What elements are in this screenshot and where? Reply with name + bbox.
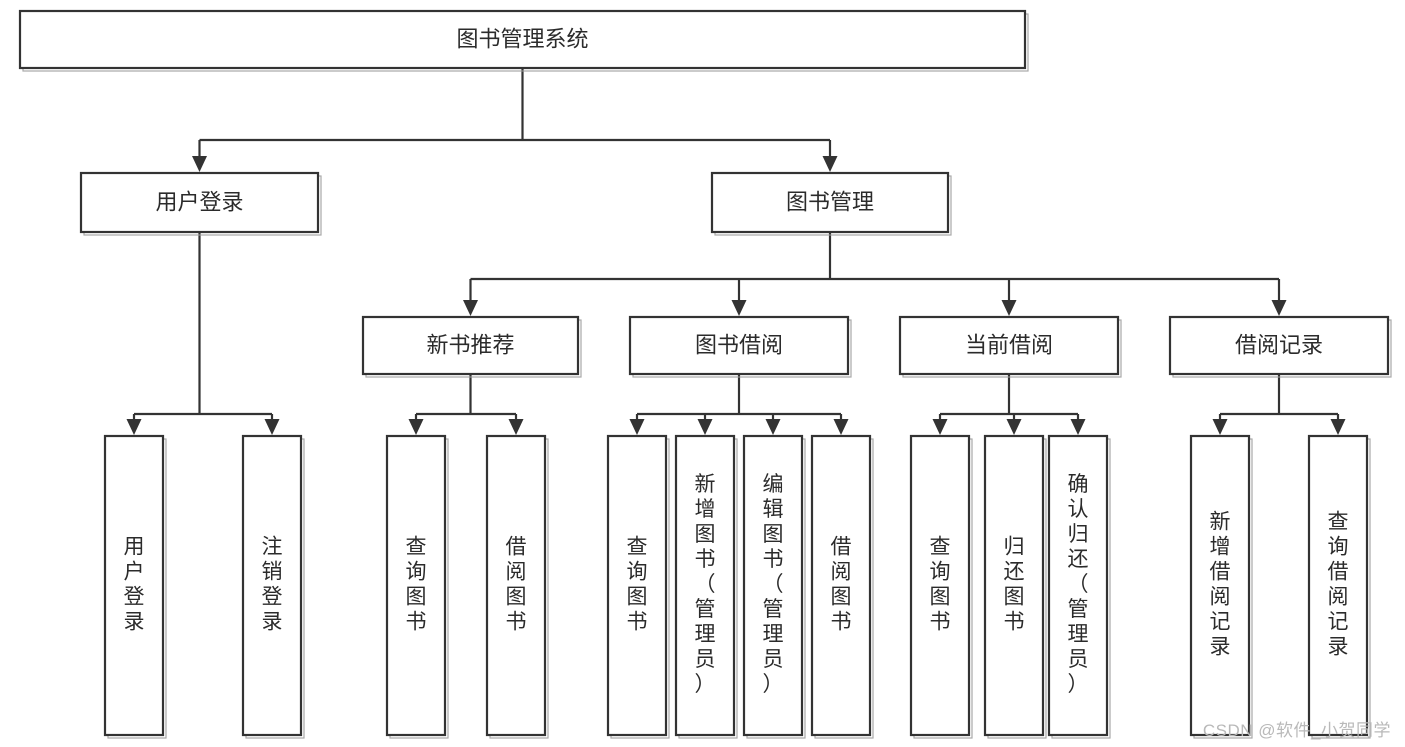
node-leaf-query-book-rec[interactable]: 查询图书 [385, 434, 449, 739]
arrow-head-icon [765, 419, 781, 435]
node-label: 编辑图书（管理员） [763, 473, 784, 696]
node-leaf-query-record[interactable]: 查询借阅记录 [1307, 434, 1371, 739]
node-new-book-recommend[interactable]: 新书推荐 [361, 315, 582, 378]
node-box[interactable] [628, 315, 850, 376]
node-label: 当前借阅 [965, 332, 1053, 357]
node-leaf-user-login[interactable]: 用户登录 [103, 434, 167, 739]
arrow-head-icon [1070, 419, 1086, 435]
arrow-head-icon [1001, 300, 1017, 316]
node-label: 新书推荐 [426, 332, 514, 357]
node-leaf-edit-book[interactable]: 编辑图书（管理员） [742, 434, 806, 739]
node-label: 图书管理系统 [456, 26, 588, 51]
node-box[interactable] [103, 434, 165, 737]
arrow-head-icon [833, 419, 849, 435]
node-box[interactable] [983, 434, 1045, 737]
node-box[interactable] [810, 434, 872, 737]
node-box[interactable] [385, 434, 447, 737]
arrow-head-icon [1271, 300, 1287, 316]
arrow-head-icon [697, 419, 713, 435]
node-label: 用户登录 [155, 189, 243, 214]
node-leaf-logout[interactable]: 注销登录 [241, 434, 305, 739]
node-box[interactable] [485, 434, 547, 737]
arrow-head-icon [1212, 419, 1228, 435]
node-label: 查询图书 [930, 536, 951, 634]
node-box[interactable] [606, 434, 668, 737]
node-root[interactable]: 图书管理系统 [18, 9, 1029, 72]
arrow-head-icon [822, 156, 838, 172]
node-leaf-return-book[interactable]: 归还图书 [983, 434, 1047, 739]
node-label: 查询图书 [406, 536, 427, 634]
node-box[interactable] [674, 434, 736, 737]
arrow-head-icon [264, 419, 280, 435]
node-leaf-query-book-cur[interactable]: 查询图书 [909, 434, 973, 739]
node-box[interactable] [742, 434, 804, 737]
node-box[interactable] [898, 315, 1120, 376]
node-label: 用户登录 [124, 536, 145, 634]
node-label: 借阅图书 [506, 536, 527, 634]
arrow-head-icon [629, 419, 645, 435]
node-label: 归还图书 [1004, 536, 1025, 634]
node-label: 新增图书（管理员） [695, 473, 716, 696]
node-label: 查询借阅记录 [1328, 511, 1349, 659]
node-label: 借阅图书 [831, 536, 852, 634]
node-box[interactable] [241, 434, 303, 737]
arrow-head-icon [408, 419, 424, 435]
node-label: 注销登录 [262, 536, 283, 634]
node-box[interactable] [1189, 434, 1251, 737]
node-box[interactable] [1047, 434, 1109, 737]
arrow-head-icon [731, 300, 747, 316]
node-label: 确认归还（管理员） [1068, 473, 1089, 696]
connector-layer [126, 68, 1346, 435]
node-leaf-confirm-return[interactable]: 确认归还（管理员） [1047, 434, 1111, 739]
node-leaf-add-record[interactable]: 新增借阅记录 [1189, 434, 1253, 739]
node-box[interactable] [1168, 315, 1390, 376]
node-box[interactable] [710, 171, 950, 234]
arrow-head-icon [1330, 419, 1346, 435]
node-label: 查询图书 [627, 536, 648, 634]
node-book-manage[interactable]: 图书管理 [710, 171, 952, 236]
node-leaf-query-book-borrow[interactable]: 查询图书 [606, 434, 670, 739]
node-box[interactable] [79, 171, 320, 234]
arrow-head-icon [126, 419, 142, 435]
node-current-borrow[interactable]: 当前借阅 [898, 315, 1122, 378]
node-leaf-borrow-book[interactable]: 借阅图书 [810, 434, 874, 739]
arrow-head-icon [192, 156, 207, 172]
arrow-head-icon [932, 419, 948, 435]
node-layer: 图书管理系统用户登录图书管理新书推荐图书借阅当前借阅借阅记录用户登录注销登录查询… [18, 9, 1392, 739]
node-leaf-borrow-book-rec[interactable]: 借阅图书 [485, 434, 549, 739]
arrow-head-icon [508, 419, 524, 435]
node-leaf-add-book[interactable]: 新增图书（管理员） [674, 434, 738, 739]
arrow-head-icon [463, 300, 478, 316]
node-label: 新增借阅记录 [1210, 511, 1231, 659]
node-label: 图书管理 [786, 189, 874, 214]
node-user-login[interactable]: 用户登录 [79, 171, 322, 236]
node-label: 图书借阅 [695, 332, 783, 357]
node-label: 借阅记录 [1235, 332, 1323, 357]
node-box[interactable] [18, 9, 1027, 70]
node-box[interactable] [909, 434, 971, 737]
arrow-head-icon [1006, 419, 1022, 435]
node-borrow-record[interactable]: 借阅记录 [1168, 315, 1392, 378]
node-box[interactable] [1307, 434, 1369, 737]
node-box[interactable] [361, 315, 580, 376]
node-book-borrow[interactable]: 图书借阅 [628, 315, 852, 378]
